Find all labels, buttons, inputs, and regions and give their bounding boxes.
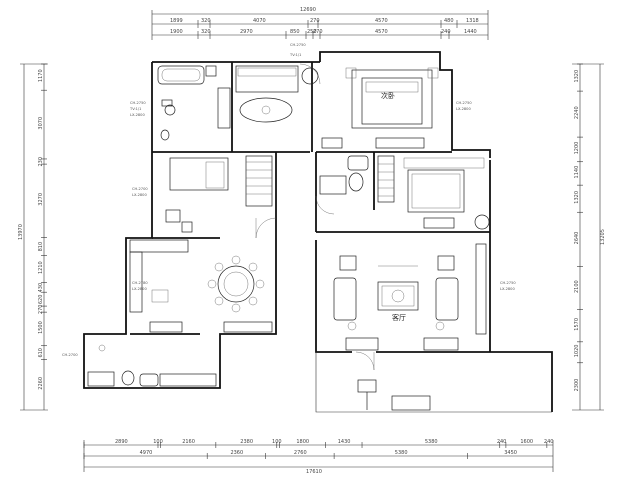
top-dim2-4: 850 (290, 29, 300, 35)
note-6: CH-2750 (456, 101, 472, 105)
right-dim-4: 1140 (574, 166, 580, 179)
note-13: LX-2800 (500, 287, 515, 291)
left-dim-6: 1210 (38, 261, 44, 274)
top-dim2-2: 320 (201, 29, 211, 35)
left-dim-2: 3070 (38, 117, 44, 130)
left-total-dim: 13970 (18, 224, 24, 240)
note-12: CH-2750 (500, 281, 516, 285)
bottom-dim2-1: 4970 (140, 450, 153, 456)
left-dim-9: 270 (38, 305, 44, 315)
bottom-dim2-4: 5380 (395, 450, 408, 456)
second-bedroom: 次卧 (321, 67, 439, 149)
top-dim2-1: 1900 (170, 29, 183, 35)
right-dim-1: 1320 (574, 70, 580, 83)
right-dim-10: 2300 (574, 379, 580, 392)
top-dim-4: 270 (310, 18, 320, 24)
left-dim-3: 230 (38, 157, 44, 167)
right-dim-6: 2640 (574, 232, 580, 245)
top-dim-1: 1899 (170, 18, 183, 24)
right-dim-2: 2240 (574, 106, 580, 119)
top-dim2-9: 1440 (464, 29, 477, 35)
bottom-dim-9: 240 (497, 439, 507, 445)
bottom-dim-3: 2160 (182, 439, 195, 445)
living-room: 客厅 (333, 243, 487, 351)
note-3: CH-2750 (130, 101, 146, 105)
top-dim-7: 1318 (466, 18, 479, 24)
left-dim-7: 430 (38, 283, 44, 293)
bottom-dim-7: 1430 (338, 439, 351, 445)
top-dim2-8: 240 (441, 29, 451, 35)
note-5: LX-2800 (130, 113, 145, 117)
bottom-dim-1: 2890 (115, 439, 128, 445)
note-14: CH-2700 (62, 353, 78, 357)
top-dim-5: 4570 (375, 18, 388, 24)
note-10: CH-2780 (132, 281, 148, 285)
bottom-dim-10: 1600 (520, 439, 533, 445)
note-1: CH-2750 (290, 43, 306, 47)
top-dim-6: 480 (444, 18, 454, 24)
second-bedroom-label: 次卧 (381, 91, 395, 100)
door-swings (255, 63, 375, 371)
right-dim-9: 1020 (574, 345, 580, 358)
right-dim-3: 1200 (574, 142, 580, 155)
bottom-dimensions: 17610 2890 100 2160 2380 100 1800 1430 5380 240 1… (83, 439, 554, 475)
note-7: LX-2800 (456, 107, 471, 111)
note-11: LX-2800 (132, 287, 147, 291)
top-dimensions: 12690 1899 320 4070 270 4570 480 1318 19… (151, 7, 489, 40)
master-suite (319, 155, 490, 230)
top-total-dim: 12690 (300, 7, 316, 13)
bottom-dim-5: 100 (272, 439, 282, 445)
note-4: TV:1/1 (129, 107, 141, 111)
utility-room (87, 344, 217, 387)
top-dim-2: 320 (201, 18, 211, 24)
bedroom-three (165, 155, 273, 233)
building-walls (83, 51, 553, 413)
note-2: TV:1/1 (289, 53, 301, 57)
right-dimensions: 13205 1320 2240 1200 1140 1320 2640 2100 1570 10… (572, 63, 606, 411)
balcony (357, 379, 431, 411)
note-9: LX-2800 (132, 193, 147, 197)
dining-area (129, 239, 273, 333)
right-total-dim: 13205 (600, 229, 606, 245)
top-dim2-6: 270 (313, 29, 323, 35)
right-dim-5: 1320 (574, 191, 580, 204)
annotations: CH-2750 TV:1/1 CH-2750 TV:1/1 LX-2800 CH… (62, 43, 516, 357)
right-dim-8: 1570 (574, 318, 580, 331)
left-dim-8: 620 (38, 295, 44, 305)
bottom-dim-2: 100 (153, 439, 163, 445)
bottom-dim-4: 2380 (240, 439, 253, 445)
bathroom (157, 65, 231, 141)
living-room-label: 客厅 (392, 313, 406, 322)
left-dim-4: 3270 (38, 193, 44, 206)
bottom-dim-11: 240 (544, 439, 554, 445)
left-dim-10: 1500 (38, 321, 44, 334)
note-8: CH-2700 (132, 187, 148, 191)
right-dim-7: 2100 (574, 280, 580, 293)
bottom-dim2-3: 2760 (294, 450, 307, 456)
master-bedroom-top (235, 65, 319, 123)
left-dim-12: 2260 (38, 377, 44, 390)
bottom-dim-8: 5380 (425, 439, 438, 445)
bottom-dim-6: 1800 (296, 439, 309, 445)
left-dim-1: 1170 (38, 69, 44, 82)
bottom-dim2-5: 3450 (504, 450, 517, 456)
bottom-dim2-2: 2360 (230, 450, 243, 456)
left-dim-5: 810 (38, 242, 44, 252)
left-dim-11: 610 (38, 348, 44, 358)
top-dim2-5: 250 (307, 29, 317, 35)
top-dim2-3: 2970 (240, 29, 253, 35)
top-dim2-7: 4570 (375, 29, 388, 35)
top-dim-3: 4070 (253, 18, 266, 24)
bottom-total-dim: 17610 (306, 469, 322, 475)
